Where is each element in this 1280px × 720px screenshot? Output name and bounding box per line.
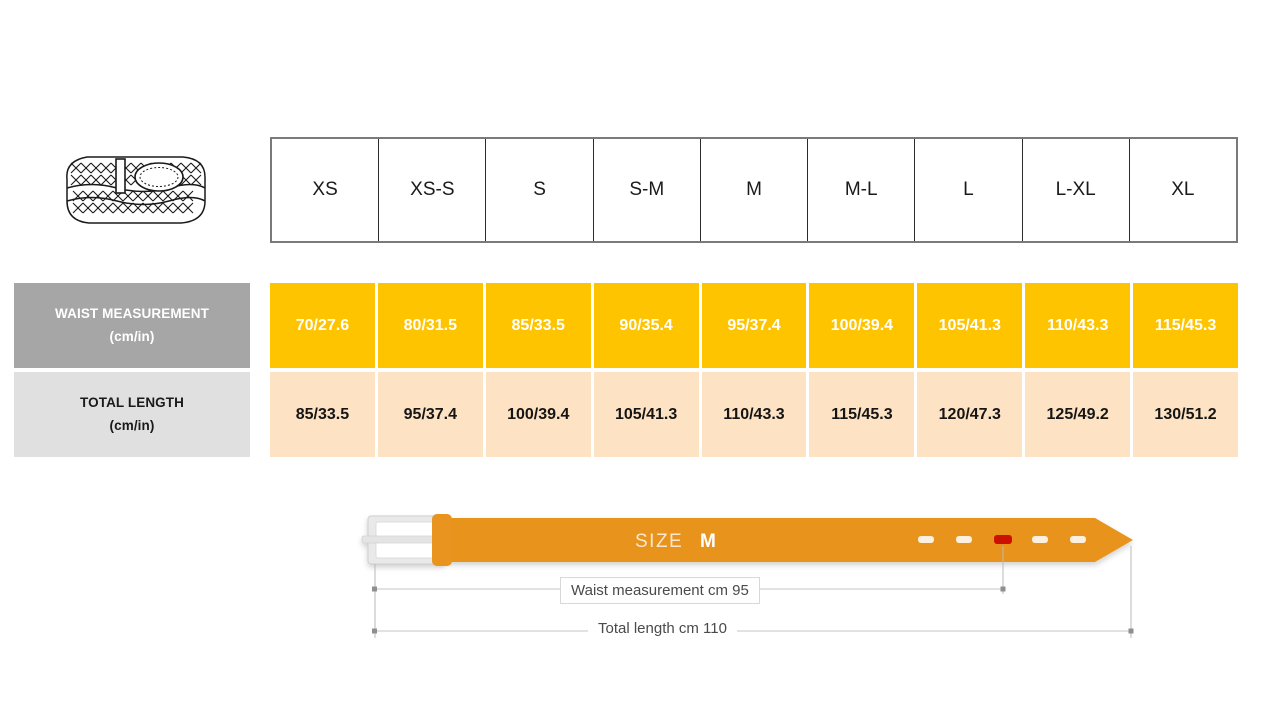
waist-cell-5: 100/39.4 bbox=[809, 283, 918, 368]
waist-cell-6: 105/41.3 bbox=[917, 283, 1026, 368]
size-header-cell-7: L-XL bbox=[1023, 139, 1130, 241]
size-header-cell-2: S bbox=[486, 139, 594, 241]
belt-hole-5 bbox=[1070, 536, 1086, 543]
size-header-cell-5: M-L bbox=[808, 139, 916, 241]
length-label-unit: (cm/in) bbox=[109, 417, 155, 433]
waist-cell-3: 90/35.4 bbox=[593, 283, 702, 368]
row-gap-spacer bbox=[250, 283, 270, 368]
length-cell-3: 105/41.3 bbox=[593, 372, 702, 457]
total-length-label: TOTAL LENGTH (cm/in) bbox=[14, 372, 250, 457]
length-cell-7: 125/49.2 bbox=[1025, 372, 1134, 457]
waist-measurement-row: WAIST MEASUREMENT (cm/in) 70/27.6 80/31.… bbox=[14, 283, 1239, 368]
length-value-cells: 85/33.5 95/37.4 100/39.4 105/41.3 110/43… bbox=[270, 372, 1239, 457]
waist-cell-7: 110/43.3 bbox=[1025, 283, 1134, 368]
length-cell-1: 95/37.4 bbox=[377, 372, 486, 457]
belt-hole-2 bbox=[956, 536, 972, 543]
belt-keeper-loop bbox=[432, 514, 452, 566]
length-cell-2: 100/39.4 bbox=[485, 372, 594, 457]
waist-label-text: WAIST MEASUREMENT bbox=[55, 306, 209, 322]
size-header-cell-8: XL bbox=[1171, 179, 1195, 200]
belt-size-caption: SIZE bbox=[635, 531, 683, 552]
waist-cell-0: 70/27.6 bbox=[270, 283, 378, 368]
size-header-cell-6: L bbox=[915, 139, 1023, 241]
waist-cell-1: 80/31.5 bbox=[377, 283, 486, 368]
length-cell-4: 110/43.3 bbox=[701, 372, 810, 457]
waist-cell-2: 85/33.5 bbox=[485, 283, 594, 368]
size-header-cell-4: M bbox=[701, 139, 809, 241]
waist-dimension-label: Waist measurement cm 95 bbox=[560, 577, 760, 604]
waist-label-unit: (cm/in) bbox=[109, 328, 155, 344]
size-header-cell-3: S-M bbox=[594, 139, 701, 241]
length-cell-8: 130/51.2 bbox=[1133, 372, 1239, 457]
product-belt-icon bbox=[55, 143, 215, 243]
size-header-cell-0: XS bbox=[272, 139, 380, 241]
belt-hole-active bbox=[994, 535, 1012, 544]
belt-hole-4 bbox=[1032, 536, 1048, 543]
belt-diagram-svg: SIZE M bbox=[361, 514, 1134, 638]
waist-cell-4: 95/37.4 bbox=[701, 283, 810, 368]
belt-hole-1 bbox=[918, 536, 934, 543]
waist-value-cells: 70/27.6 80/31.5 85/33.5 90/35.4 95/37.4 … bbox=[270, 283, 1239, 368]
total-length-row: TOTAL LENGTH (cm/in) 85/33.5 95/37.4 100… bbox=[14, 372, 1239, 457]
dimension-extension-lines bbox=[374, 546, 1132, 638]
row-gap-spacer bbox=[250, 372, 270, 457]
length-cell-5: 115/45.3 bbox=[809, 372, 918, 457]
belt-measurement-diagram: SIZE M bbox=[350, 498, 1160, 658]
belt-buckle-icon bbox=[361, 515, 445, 565]
waist-cell-8: 115/45.3 bbox=[1133, 283, 1239, 368]
total-length-dimension-line bbox=[372, 628, 1134, 634]
total-length-dimension-label: Total length cm 110 bbox=[588, 618, 737, 639]
waist-measurement-label: WAIST MEASUREMENT (cm/in) bbox=[14, 283, 250, 368]
belt-size-value: M bbox=[700, 531, 716, 552]
length-cell-0: 85/33.5 bbox=[270, 372, 378, 457]
braided-belt-icon bbox=[66, 156, 206, 224]
length-cell-6: 120/47.3 bbox=[917, 372, 1026, 457]
size-header-cell-1: XS-S bbox=[379, 139, 487, 241]
belt-strap bbox=[438, 518, 1133, 562]
size-header-table: XS XS-S S S-M M M-L L L-XL XL bbox=[270, 137, 1238, 243]
length-label-text: TOTAL LENGTH bbox=[80, 395, 184, 411]
